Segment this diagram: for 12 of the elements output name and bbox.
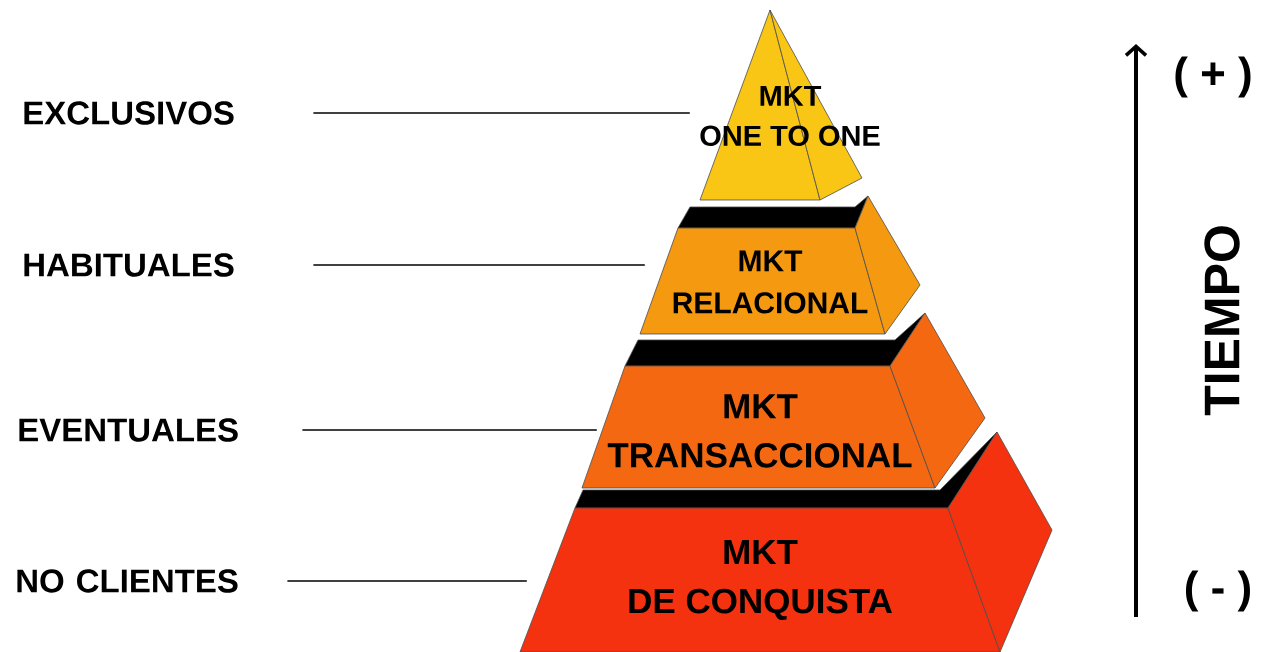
leader-line	[312, 264, 646, 266]
row-label: EVENTUALES	[19, 418, 238, 442]
leader-line	[312, 112, 691, 114]
row-label: HABITUALES	[24, 253, 234, 277]
pyramid-tier: MKT RELACIONAL	[639, 195, 921, 335]
plus-sign-label: ( + )	[1175, 56, 1251, 98]
row-label: NO CLIENTES	[17, 569, 238, 593]
axis-label: TIEMPO	[1204, 226, 1240, 416]
minus-sign-label: ( - )	[1186, 570, 1250, 612]
leader-line	[286, 580, 528, 582]
leader-line	[301, 429, 598, 431]
row-label: EXCLUSIVOS	[24, 101, 234, 125]
